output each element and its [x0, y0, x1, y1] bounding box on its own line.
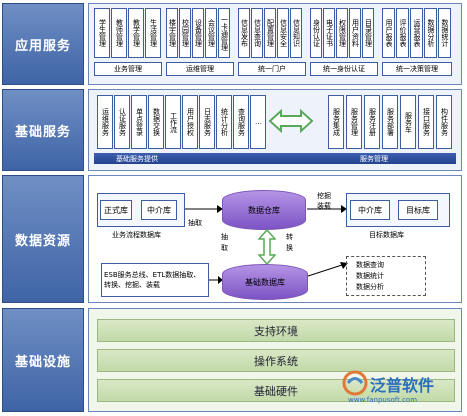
arrow-right-icon — [185, 205, 223, 213]
app-service-item: 楼宇管理 — [166, 8, 178, 58]
app-group-title: 统一决策管理 — [382, 62, 452, 76]
app-service-item: 一卡通管理 — [218, 8, 230, 58]
app-service-item: 学生管理 — [94, 8, 110, 58]
business-db-label: 业务流程数据库 — [112, 231, 161, 239]
layer-data-label: 数据资源 — [2, 175, 84, 303]
base-service-item: 用户授权 — [182, 95, 198, 149]
app-service-item: 身份认证 — [310, 8, 322, 58]
app-service-item: 用户报表 — [382, 8, 395, 58]
base-service-item: 查询服务 — [233, 95, 249, 149]
brand-name: 泛普软件 — [370, 376, 435, 395]
brand-logo-icon — [342, 370, 368, 396]
output-statistics: 数据统计 — [356, 272, 384, 280]
bar-left-label: 基础服务提供 — [116, 154, 158, 163]
data-warehouse-cylinder: 数据仓库 — [222, 190, 306, 230]
infra-os: 操作系统 — [97, 349, 455, 372]
app-service-item: 数据统计 — [438, 8, 451, 58]
base-service-item: 单点登录 — [131, 95, 147, 149]
base-db-cylinder: 基础数据库 — [222, 264, 308, 300]
esb-etl-box: ESB服务总线、ETL数据抽取、转换、挖掘、装载 — [101, 263, 209, 297]
layer-app-label: 应用服务 — [2, 3, 84, 85]
brand-watermark: 泛普软件 www.fanpusoft.com — [342, 368, 462, 412]
app-service-item: 教师管理 — [111, 8, 127, 58]
app-service-item: 数据分析 — [424, 8, 437, 58]
target-db: 目标库 — [398, 200, 438, 220]
layer-infra-label: 基础设施 — [2, 308, 84, 412]
app-service-item: 信息发布 — [238, 8, 250, 58]
app-group-title: 统一身份认证 — [310, 62, 378, 76]
app-group-title: 统一门户 — [238, 62, 306, 76]
app-service-item: 信息安全 — [277, 8, 289, 58]
data-output-box: 数据查询 数据统计 数据分析 — [346, 256, 426, 296]
arrow-right-icon-2 — [307, 205, 347, 213]
app-service-item: 目录管理 — [362, 8, 374, 58]
app-service-item: 生活管理 — [145, 8, 161, 58]
service-management-item: 接口服务 — [418, 95, 434, 149]
base-service-item: 日志服务 — [199, 95, 215, 149]
extract-label: 抽取 — [188, 219, 202, 227]
layer-base-label: 基础服务 — [2, 89, 84, 171]
base-service-item: 运维服务 — [97, 95, 113, 149]
service-management-item: 服务注册 — [364, 95, 380, 149]
service-management-item: 构件服务 — [436, 95, 452, 149]
arrow-to-base-db-icon — [209, 276, 223, 284]
app-service-item: 权限管理 — [336, 8, 348, 58]
middle-db-left: 中介库 — [141, 200, 177, 220]
app-service-item: 配置管理 — [264, 8, 276, 58]
up-down-arrow-icon — [258, 229, 276, 265]
infra-support-env: 支持环境 — [97, 319, 455, 342]
output-query: 数据查询 — [356, 261, 384, 269]
app-service-item: 评价报表 — [396, 8, 409, 58]
base-service-item: 认证服务 — [114, 95, 130, 149]
service-management-item: 服务车 — [400, 95, 416, 149]
middle-db-right: 中介库 — [350, 200, 390, 220]
service-management-item: 服务部署 — [382, 95, 398, 149]
base-service-item: 统计分析 — [216, 95, 232, 149]
mining-label: 挖掘装载 — [317, 192, 331, 210]
service-management-item: 服务管理 — [346, 95, 362, 149]
base-service-bar: 基础服务提供 服务管理 — [94, 153, 456, 164]
app-service-item: 校园管理 — [179, 8, 191, 58]
arrow-to-outputs-icon — [308, 262, 348, 277]
formal-db: 正式库 — [100, 200, 132, 220]
app-service-item: 信息查询 — [251, 8, 263, 58]
app-service-item: 电子证书 — [323, 8, 335, 58]
bar-right-label: 服务管理 — [360, 154, 388, 163]
app-service-item: 设备管理 — [192, 8, 204, 58]
double-arrow-icon — [268, 108, 314, 134]
extract-vertical-label: 抽取 — [221, 233, 228, 252]
service-management-item: 服务集成 — [328, 95, 344, 149]
app-service-item: 用户资料 — [349, 8, 361, 58]
base-service-item: 工作流 — [165, 95, 181, 149]
base-service-item: … — [250, 95, 266, 149]
base-service-item: 数据交换 — [148, 95, 164, 149]
app-service-item: 教学管理 — [128, 8, 144, 58]
convert-vertical-label: 转换 — [286, 233, 293, 252]
app-group-title: 业务管理 — [94, 62, 162, 76]
output-analysis: 数据分析 — [356, 283, 384, 291]
app-group-title: 运维管理 — [166, 62, 234, 76]
app-service-item: 会议管理 — [205, 8, 217, 58]
app-service-item: 运营报表 — [410, 8, 423, 58]
app-service-item: 信息知识 — [290, 8, 302, 58]
brand-url: www.fanpusoft.com — [348, 396, 418, 404]
target-db-label: 目标数据库 — [369, 231, 404, 239]
